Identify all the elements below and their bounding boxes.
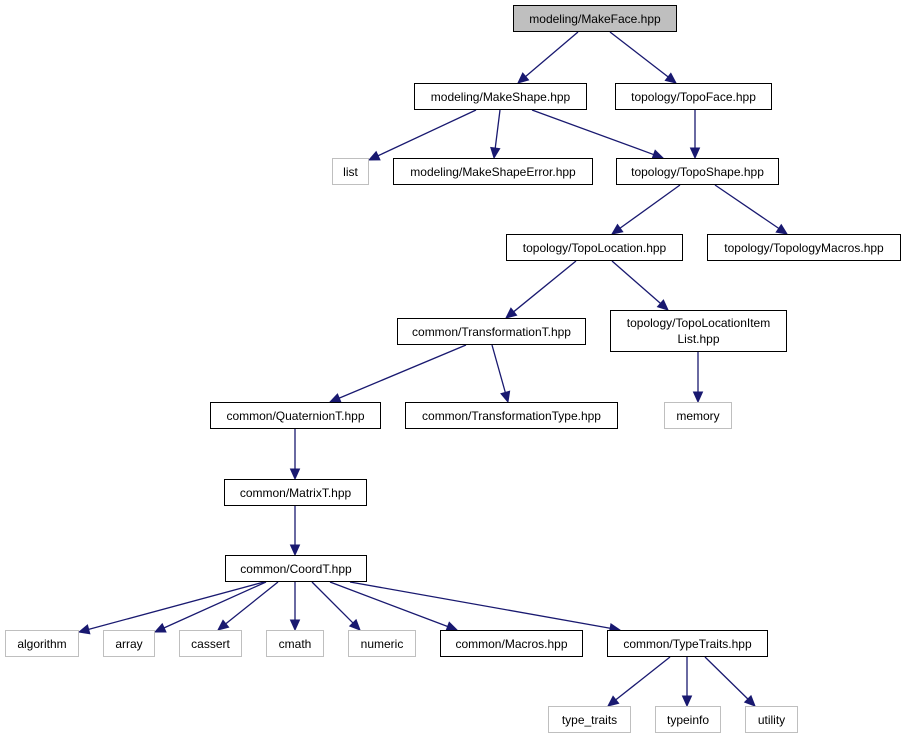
node-matrixt[interactable]: common/MatrixT.hpp bbox=[224, 479, 367, 506]
node-type-traits: type_traits bbox=[548, 706, 631, 733]
node-cmath: cmath bbox=[266, 630, 324, 657]
edge-coordt-to-numeric bbox=[311, 581, 361, 631]
edge-line bbox=[349, 581, 611, 629]
edge-transformationt-to-quaterniont bbox=[328, 344, 467, 403]
node-list: list bbox=[332, 158, 369, 185]
node-transformationtype[interactable]: common/TransformationType.hpp bbox=[405, 402, 618, 429]
node-memory: memory bbox=[664, 402, 732, 429]
edge-line bbox=[494, 109, 501, 149]
edge-line bbox=[619, 184, 681, 229]
edge-arrowhead bbox=[289, 619, 301, 632]
edge-line bbox=[377, 109, 477, 157]
edge-typetraits-to-utility bbox=[704, 656, 756, 707]
node-makeface: modeling/MakeFace.hpp bbox=[513, 5, 677, 32]
node-topolocation[interactable]: topology/TopoLocation.hpp bbox=[506, 234, 683, 261]
edge-arrowhead bbox=[689, 147, 701, 160]
edge-line bbox=[338, 344, 467, 399]
edge-makeshape-to-toposhape bbox=[531, 109, 665, 160]
edge-line bbox=[311, 581, 354, 624]
node-makeshape[interactable]: modeling/MakeShape.hpp bbox=[414, 83, 587, 110]
edge-coordt-to-array bbox=[153, 581, 267, 633]
node-array: array bbox=[103, 630, 155, 657]
edge-line bbox=[704, 656, 749, 700]
edge-quaterniont-to-matrixt bbox=[289, 429, 301, 481]
node-numeric: numeric bbox=[348, 630, 416, 657]
edge-line bbox=[225, 581, 279, 625]
edge-arrowhead bbox=[505, 307, 518, 319]
edge-matrixt-to-coordt bbox=[289, 506, 301, 557]
edge-makeface-to-makeshape bbox=[517, 31, 579, 84]
node-utility: utility bbox=[745, 706, 798, 733]
edge-coordt-to-typetraits bbox=[349, 581, 622, 634]
node-quaterniont[interactable]: common/QuaternionT.hpp bbox=[210, 402, 381, 429]
edge-line bbox=[88, 581, 265, 631]
edge-makeshape-to-makeshapeerror bbox=[490, 109, 501, 160]
edge-makeshape-to-list bbox=[367, 109, 477, 161]
edge-toposhape-to-topologymacros bbox=[714, 184, 789, 235]
node-coordt[interactable]: common/CoordT.hpp bbox=[225, 555, 367, 582]
edge-arrowhead bbox=[692, 391, 704, 404]
node-toposhape[interactable]: topology/TopoShape.hpp bbox=[616, 158, 779, 185]
edge-arrowhead bbox=[656, 299, 669, 311]
edge-line bbox=[163, 581, 267, 629]
edge-arrowhead bbox=[500, 390, 511, 404]
edge-makeface-to-topoface bbox=[609, 31, 677, 84]
node-topolocationitemlist[interactable]: topology/TopoLocationItem List.hpp bbox=[610, 310, 787, 352]
edge-toposhape-to-topolocation bbox=[611, 184, 681, 235]
edge-line bbox=[491, 344, 506, 393]
node-topologymacros[interactable]: topology/TopologyMacros.hpp bbox=[707, 234, 901, 261]
edge-arrowhead bbox=[153, 622, 167, 633]
node-typetraits[interactable]: common/TypeTraits.hpp bbox=[607, 630, 768, 657]
edge-arrowhead bbox=[743, 694, 756, 707]
edge-coordt-to-cassert bbox=[217, 581, 279, 631]
edge-transformationt-to-transformationtype bbox=[491, 344, 511, 404]
edge-line bbox=[329, 581, 448, 628]
edge-arrowhead bbox=[367, 150, 381, 161]
edge-arrowhead bbox=[490, 146, 501, 160]
edge-line bbox=[609, 31, 669, 78]
edge-typetraits-to-type_traits bbox=[607, 656, 671, 707]
edge-topolocation-to-topolocationitemlist bbox=[611, 260, 669, 311]
edge-topolocationitemlist-to-memory bbox=[692, 352, 704, 404]
edge-line bbox=[611, 260, 661, 304]
node-transformationt[interactable]: common/TransformationT.hpp bbox=[397, 318, 586, 345]
edge-arrowhead bbox=[607, 695, 620, 707]
edge-coordt-to-cmath bbox=[289, 582, 301, 632]
node-cassert: cassert bbox=[179, 630, 242, 657]
edge-arrowhead bbox=[664, 72, 677, 84]
edge-arrowhead bbox=[289, 544, 301, 557]
edge-line bbox=[525, 31, 579, 78]
edge-arrowhead bbox=[517, 72, 530, 84]
edge-arrowhead bbox=[217, 619, 230, 631]
node-macros[interactable]: common/Macros.hpp bbox=[440, 630, 583, 657]
edge-line bbox=[531, 109, 654, 156]
edge-arrowhead bbox=[681, 695, 693, 708]
edge-coordt-to-algorithm bbox=[77, 581, 265, 635]
edge-topoface-to-toposhape bbox=[689, 110, 701, 160]
node-typeinfo: typeinfo bbox=[655, 706, 721, 733]
edge-typetraits-to-typeinfo bbox=[681, 657, 693, 708]
node-algorithm: algorithm bbox=[5, 630, 79, 657]
edge-line bbox=[714, 184, 780, 229]
edge-arrowhead bbox=[77, 624, 91, 635]
edge-line bbox=[513, 260, 577, 313]
node-makeshapeerror[interactable]: modeling/MakeShapeError.hpp bbox=[393, 158, 593, 185]
edge-topolocation-to-transformationt bbox=[505, 260, 577, 319]
edge-arrowhead bbox=[611, 223, 624, 235]
edge-arrowhead bbox=[775, 223, 789, 235]
edge-arrowhead bbox=[348, 618, 361, 631]
edge-line bbox=[615, 656, 671, 701]
edge-arrowhead bbox=[289, 468, 301, 481]
node-topoface[interactable]: topology/TopoFace.hpp bbox=[615, 83, 772, 110]
